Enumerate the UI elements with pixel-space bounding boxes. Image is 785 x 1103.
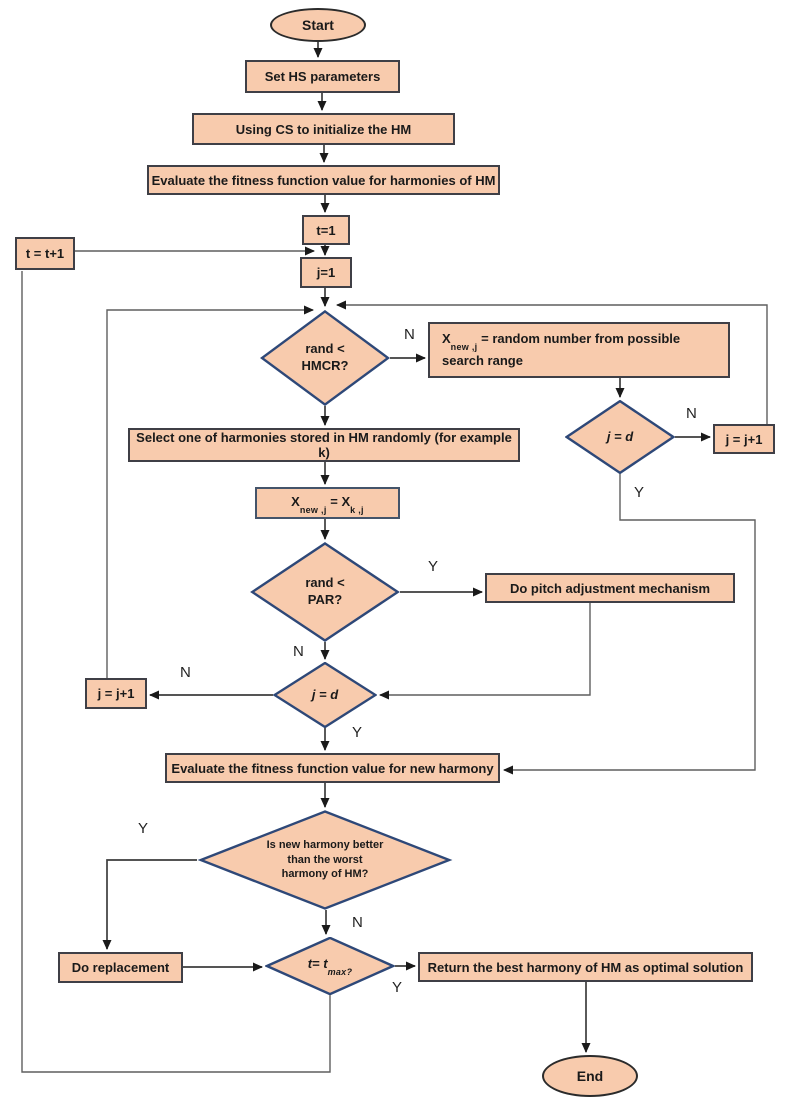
tmax-decision-node: t= tmax? (265, 937, 395, 995)
edge-label-jdcenter-yes: Y (352, 724, 363, 741)
using-cs-initialize-node: Using CS to initialize the HM (192, 113, 455, 145)
par-line2: PAR? (307, 592, 343, 607)
edge-better-yes-to-doreplacement (102, 859, 197, 950)
diamond-shape (250, 542, 400, 642)
edge-label-jdright-no: N (686, 405, 697, 422)
better-harmony-decision-node: Is new harmony better than the worst har… (197, 810, 453, 910)
edge-label-par-yes: Y (428, 558, 439, 575)
edge-label-hmcr-no: N (404, 326, 415, 343)
set-hs-parameters-label: Set HS parameters (264, 69, 381, 84)
hmcr-line1: rand < (305, 341, 345, 357)
j-init-node: j=1 (300, 257, 352, 288)
end-node: End (542, 1055, 638, 1097)
hmcr-line2: HMCR? (301, 358, 349, 373)
evaluate-fitness-hm-node: Evaluate the fitness function value for … (147, 165, 500, 195)
edge-label-tmax-yes: Y (392, 979, 403, 996)
jd-center-decision-label: j = d (311, 686, 339, 702)
hmcr-decision-node: rand < HMCR? (260, 310, 390, 406)
t-init-node: t=1 (302, 215, 350, 245)
x-assign-node: Xnew ,j = Xk ,j (255, 487, 400, 519)
return-best-node: Return the best harmony of HM as optimal… (418, 952, 753, 982)
x-random-base: X (442, 331, 451, 347)
t-increment-label: t = t+1 (25, 246, 65, 261)
using-cs-initialize-label: Using CS to initialize the HM (235, 121, 412, 137)
j-init-label: j=1 (316, 265, 336, 280)
evaluate-fitness-new-node: Evaluate the fitness function value for … (165, 753, 500, 783)
better-line3: harmony of HM? (281, 868, 369, 881)
x-assign-mid: = X (330, 494, 351, 510)
par-decision-label: rand < PAR? (305, 575, 344, 609)
do-replacement-label: Do replacement (71, 960, 170, 975)
edge-label-better-yes: Y (138, 820, 149, 837)
hmcr-decision-label: rand < HMCR? (302, 341, 349, 375)
j-increment-left-label: j = j+1 (97, 686, 135, 701)
x-random-node: Xnew ,j = random number from possible se… (428, 322, 730, 378)
better-line1: Is new harmony better (266, 838, 384, 851)
jd-center-decision-node: j = d (273, 662, 377, 728)
edge-jdright-yes-to-evalnew (503, 474, 756, 775)
tmax-decision-label: t= tmax? (307, 956, 353, 977)
start-node: Start (270, 8, 366, 42)
set-hs-parameters-node: Set HS parameters (245, 60, 400, 93)
diamond-shape (565, 400, 675, 474)
t-increment-node: t = t+1 (15, 237, 75, 270)
pitch-adjustment-label: Do pitch adjustment mechanism (509, 580, 711, 596)
par-line1: rand < (305, 575, 345, 591)
x-random-label: Xnew ,j = random number from possible se… (442, 329, 716, 371)
x-assign-subscript-1: new ,j (299, 504, 327, 515)
diamond-shape (260, 310, 390, 406)
t-init-label: t=1 (316, 222, 336, 238)
x-assign-base: X (291, 494, 300, 510)
evaluate-fitness-new-label: Evaluate the fitness function value for … (171, 760, 494, 776)
diamond-shape (273, 662, 377, 728)
better-harmony-decision-label: Is new harmony better than the worst har… (267, 838, 384, 883)
edge-label-better-no: N (352, 914, 363, 931)
edge-label-par-no: N (293, 643, 304, 660)
do-replacement-node: Do replacement (58, 952, 183, 983)
x-assign-subscript-2: k ,j (350, 504, 364, 515)
diamond-shape (265, 937, 395, 995)
tmax-subscript: max? (327, 966, 353, 977)
j-increment-left-node: j = j+1 (85, 678, 147, 709)
j-increment-right-node: j = j+1 (713, 424, 775, 454)
x-random-rest: = random number from possible search ran… (442, 331, 681, 369)
jd-right-decision-label: j = d (606, 428, 634, 444)
return-best-label: Return the best harmony of HM as optimal… (427, 959, 744, 975)
evaluate-fitness-hm-label: Evaluate the fitness function value for … (151, 172, 496, 188)
edge-label-jdcenter-no: N (180, 664, 191, 681)
select-harmony-label: Select one of harmonies stored in HM ran… (136, 430, 512, 460)
diamond-shape (197, 810, 453, 910)
select-harmony-node: Select one of harmonies stored in HM ran… (128, 428, 520, 462)
x-assign-label: Xnew ,j = Xk ,j (291, 494, 364, 515)
edge-pitch-to-jdcenter (379, 603, 591, 700)
j-increment-right-label: j = j+1 (725, 431, 763, 447)
par-decision-node: rand < PAR? (250, 542, 400, 642)
better-line2: than the worst (287, 853, 363, 866)
jd-right-decision-node: j = d (565, 400, 675, 474)
tmax-pre: t= t (307, 956, 328, 972)
edge-label-jdright-yes: Y (634, 484, 645, 501)
start-label: Start (302, 17, 334, 33)
pitch-adjustment-node: Do pitch adjustment mechanism (485, 573, 735, 603)
x-random-subscript: new ,j (450, 341, 478, 352)
end-label: End (576, 1068, 604, 1084)
